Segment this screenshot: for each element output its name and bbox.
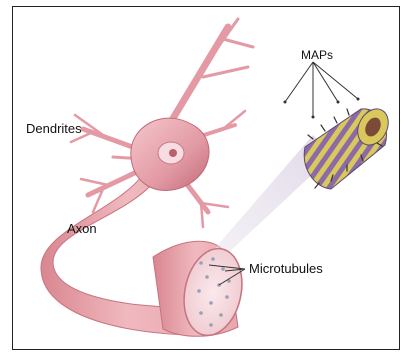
label-dendrites: Dendrites (26, 121, 82, 136)
label-maps: MAPs (301, 48, 333, 62)
label-axon: Axon (67, 221, 97, 236)
diagram-frame: MAPs Dendrites Axon Microtubules (12, 6, 400, 350)
neuron-illustration (13, 7, 400, 350)
label-microtubules: Microtubules (249, 261, 323, 276)
